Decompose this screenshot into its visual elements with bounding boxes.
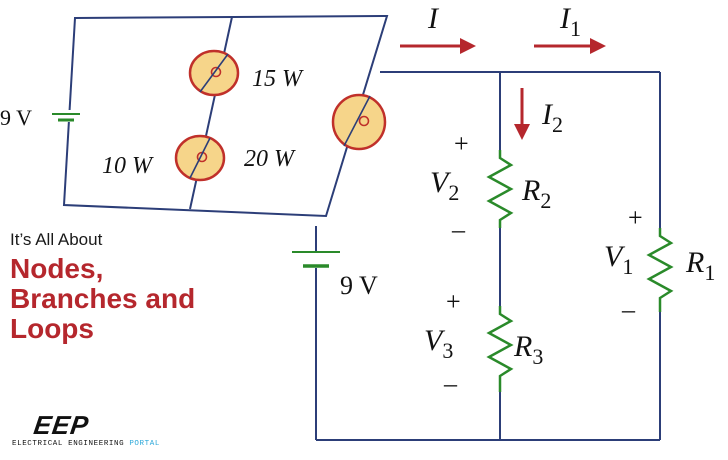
bulb-20w-label: 20 W (244, 146, 296, 172)
v1-plus: + (628, 203, 643, 232)
battery-top-label: 9 V (0, 105, 32, 130)
v3-minus: – (443, 369, 458, 398)
eep-logo-tagline: ELECTRICAL ENGINEERING PORTAL (12, 440, 160, 448)
resistor-circuit-wires (315, 71, 661, 441)
resistor-r1 (646, 228, 674, 312)
title-block: It’s All About Nodes, Branches and Loops (10, 230, 250, 344)
bulb-15w (188, 49, 240, 97)
eep-logo[interactable]: EEP ELECTRICAL ENGINEERING PORTAL (12, 410, 159, 452)
resistor-r3 (486, 306, 514, 392)
bulb-20w (331, 93, 387, 151)
resistor-r3-label: R3 (513, 330, 543, 369)
bulb-15w-label: 15 W (252, 66, 304, 92)
v1-label: V1 (604, 240, 633, 279)
bulb-10w-label: 10 W (102, 153, 154, 179)
v2-plus: + (454, 129, 469, 158)
page-title-line-2: Branches and (10, 283, 196, 314)
v3-label: V3 (424, 324, 453, 363)
battery-bottom-symbol (292, 251, 340, 268)
title-pretitle: It’s All About (10, 230, 103, 249)
v2-minus: – (451, 215, 466, 244)
current-i2-label: I2 (541, 98, 563, 137)
current-arrow-i1 (534, 38, 606, 54)
resistor-r1-label: R1 (685, 246, 715, 285)
bulb-10w (174, 134, 226, 182)
v2-label: V2 (430, 166, 459, 205)
resistor-r2 (486, 150, 514, 228)
current-i1-label: I1 (559, 2, 581, 41)
page-title-line-1: Nodes, (10, 253, 104, 284)
current-i-label: I (427, 2, 440, 35)
current-arrow-i (400, 38, 476, 54)
battery-top-symbol (46, 110, 82, 122)
v3-plus: + (446, 287, 461, 316)
page-title: Nodes, Branches and Loops (10, 254, 250, 344)
battery-bottom-label: 9 V (340, 271, 378, 300)
v1-minus: – (621, 295, 636, 324)
page-title-line-3: Loops (10, 313, 94, 344)
eep-logo-word: EEP (31, 410, 92, 440)
bulb-circuit-outer-wire (62, 14, 389, 218)
current-arrow-i2 (514, 88, 530, 140)
resistor-r2-label: R2 (521, 174, 551, 213)
